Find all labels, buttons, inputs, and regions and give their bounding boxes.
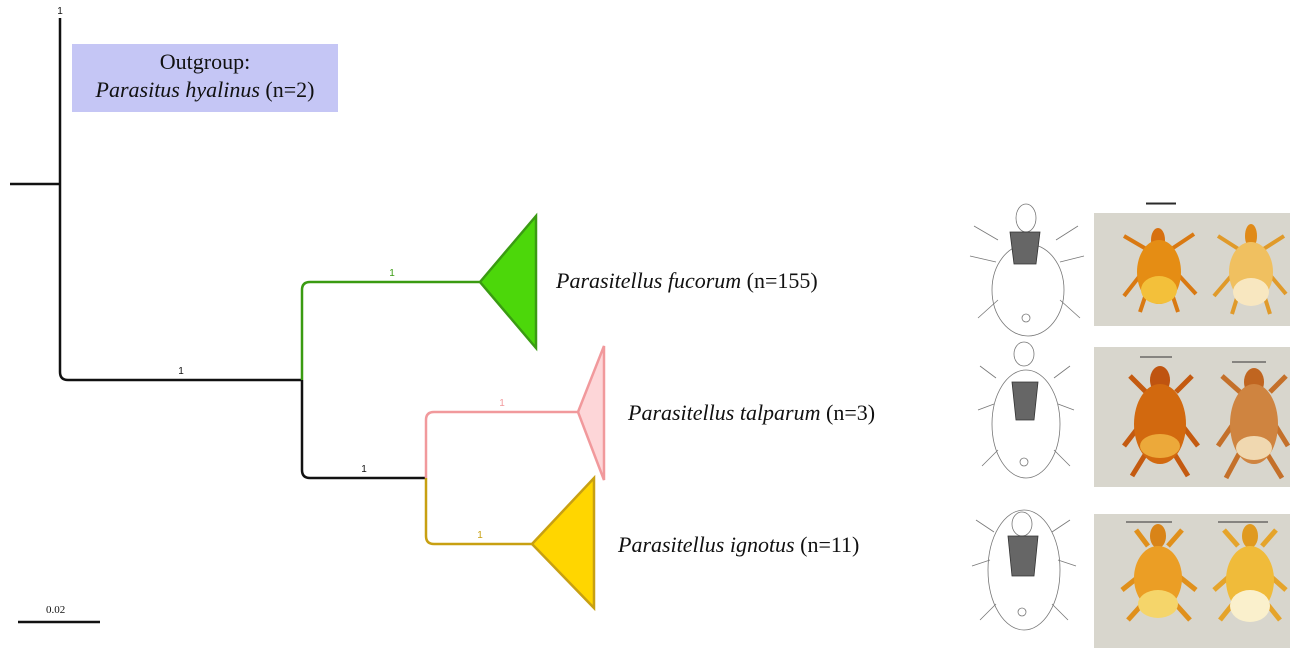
talparum-branch bbox=[424, 410, 578, 478]
clade-count: (n=155) bbox=[746, 268, 818, 293]
clade-species: Parasitellus fucorum bbox=[556, 268, 742, 293]
fucorum-photo-panel bbox=[1094, 202, 1290, 326]
support-fucorum: 1 bbox=[389, 268, 395, 279]
outgroup-heading: Outgroup: bbox=[159, 49, 251, 74]
ignotus-drawing bbox=[971, 509, 1077, 631]
clade-species: Parasitellus ignotus bbox=[618, 532, 795, 557]
support-talparum-ignotus: 1 bbox=[361, 464, 367, 475]
support-ignotus: 1 bbox=[477, 530, 483, 541]
ignotus-photo-panel bbox=[1094, 514, 1290, 648]
scale-bar-label: 0.02 bbox=[46, 604, 66, 616]
clade-label-ignotus: Parasitellus ignotus (n=11) bbox=[618, 532, 859, 558]
clade-count: (n=11) bbox=[800, 532, 860, 557]
clade-count: (n=3) bbox=[826, 400, 876, 425]
outgroup-species-line: Parasitus hyalinus (n=2) bbox=[72, 76, 338, 104]
outgroup-count: (n=2) bbox=[265, 77, 315, 102]
clade-label-talparum: Parasitellus talparum (n=3) bbox=[628, 400, 875, 426]
support-ingroup: 1 bbox=[178, 366, 184, 377]
talparum-dorsal-photo bbox=[1122, 366, 1200, 478]
talparum-drawing bbox=[977, 341, 1075, 479]
support-talparum: 1 bbox=[499, 398, 505, 409]
outgroup-species: Parasitus hyalinus bbox=[95, 77, 260, 102]
clade-label-fucorum: Parasitellus fucorum (n=155) bbox=[556, 268, 818, 294]
talparum-ignotus-branch bbox=[300, 469, 426, 480]
outgroup-label-box: Outgroup: Parasitus hyalinus (n=2) bbox=[72, 44, 338, 112]
ignotus-ventral-photo bbox=[1212, 524, 1288, 622]
fucorum-clade-triangle bbox=[478, 212, 538, 352]
ignotus-branch bbox=[424, 478, 532, 546]
talparum-ventral-photo bbox=[1215, 368, 1290, 480]
support-root: 1 bbox=[57, 6, 63, 17]
talparum-photo-panel bbox=[1094, 347, 1290, 487]
fucorum-dorsal-photo bbox=[1122, 228, 1198, 313]
clade-species: Parasitellus talparum bbox=[628, 400, 821, 425]
talparum-clade-triangle bbox=[576, 345, 606, 481]
fucorum-ventral-photo bbox=[1212, 224, 1288, 315]
ignotus-dorsal-photo bbox=[1120, 524, 1198, 622]
fucorum-branch bbox=[300, 280, 480, 380]
ignotus-clade-triangle bbox=[530, 474, 596, 612]
ingroup-branch bbox=[58, 371, 302, 382]
fucorum-drawing bbox=[969, 203, 1085, 337]
